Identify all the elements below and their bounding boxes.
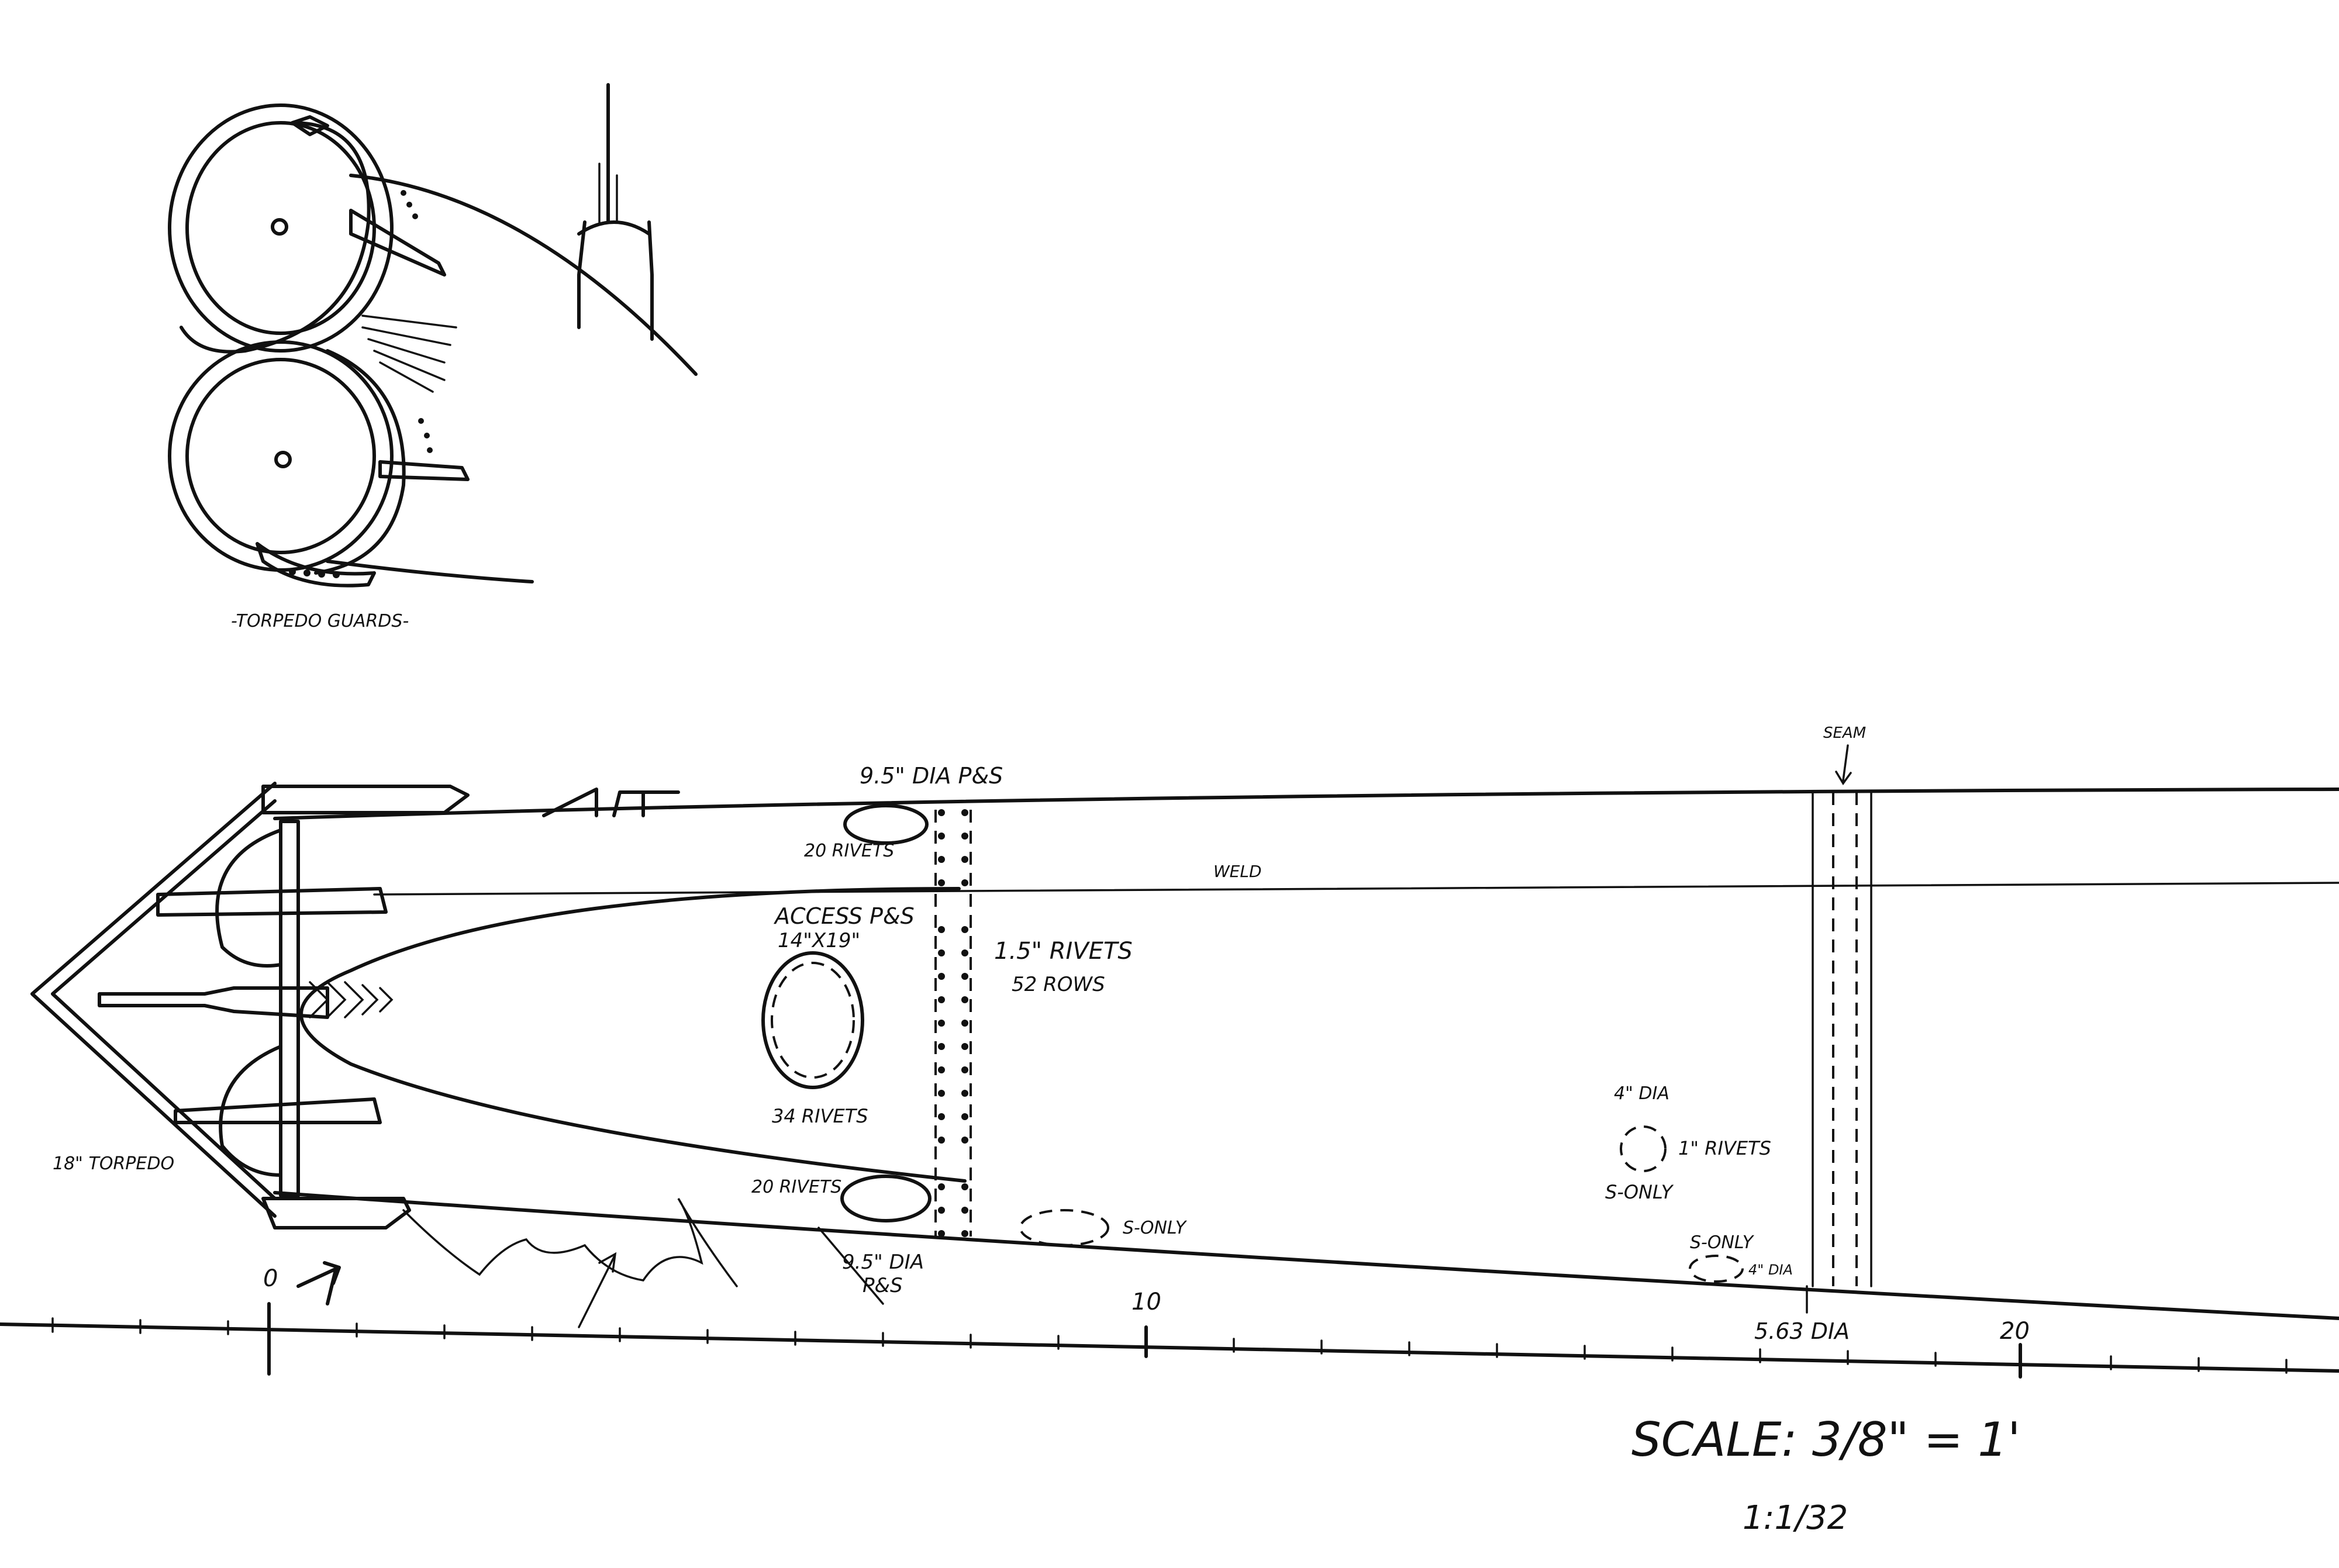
bow-frame bbox=[279, 820, 300, 1197]
nose-inner-curve bbox=[299, 887, 967, 1183]
access-hatch-rivets bbox=[771, 962, 855, 1079]
inset-tower bbox=[577, 220, 654, 341]
scale-ratio: 1:1/32 bbox=[1743, 1499, 1848, 1537]
bottom-hole-leader bbox=[817, 1227, 884, 1305]
torpedo-upper bbox=[156, 887, 388, 917]
seam-arrow bbox=[1842, 744, 1849, 782]
ruler-minor-ticks bbox=[51, 1317, 2288, 1374]
upper-guard-ring-outer bbox=[168, 103, 394, 353]
label-dia-563: 5.63 DIA bbox=[1754, 1318, 1850, 1344]
hull-profile bbox=[30, 744, 2339, 1328]
lower-guard-arm bbox=[378, 460, 470, 481]
lower-guard-band bbox=[314, 349, 406, 575]
deck-fitting bbox=[542, 788, 680, 817]
label-rivets-34: 34 RIVETS bbox=[772, 1105, 868, 1127]
ruler-line bbox=[0, 1322, 2339, 1373]
rivet-row-2 bbox=[961, 809, 968, 1237]
lower-guard-ring-inner bbox=[185, 358, 376, 554]
arrow-diag-head bbox=[598, 1252, 617, 1273]
label-dia-4: 4" DIA bbox=[1614, 1083, 1669, 1104]
label-rivets-bottom: 20 RIVETS bbox=[751, 1177, 841, 1197]
upper-guard-hub bbox=[271, 218, 288, 236]
lower-guard-foot bbox=[256, 542, 376, 588]
hull-bottom-line bbox=[273, 1191, 2339, 1320]
bottom-bracket bbox=[261, 1197, 411, 1229]
hole-bottom bbox=[840, 1175, 932, 1222]
torpedo-middle bbox=[98, 986, 329, 1019]
label-bow-hole-top: 9.5" DIA P&S bbox=[860, 763, 1003, 789]
guard-arc-top bbox=[215, 828, 282, 968]
label-s-only-3: S-ONLY bbox=[1690, 1232, 1755, 1253]
hole-4in bbox=[1620, 1125, 1667, 1172]
label-s-only-2: S-ONLY bbox=[1605, 1181, 1674, 1203]
annotations: 9.5" DIA P&S 20 RIVETS WELD ACCESS P&S 1… bbox=[53, 724, 1866, 1344]
hole-4in-b bbox=[1689, 1255, 1744, 1283]
upper-guard-ring-inner bbox=[185, 121, 376, 335]
propeller-hatching bbox=[309, 981, 394, 1018]
label-bow-hole-bottom-2: P&S bbox=[863, 1274, 903, 1297]
zero-arrow bbox=[296, 1261, 341, 1305]
label-weld: WELD bbox=[1213, 862, 1262, 881]
ruler-label-0: 0 bbox=[263, 1265, 278, 1292]
label-access: ACCESS P&S bbox=[773, 903, 915, 929]
label-rivets-15: 1.5" RIVETS bbox=[994, 938, 1133, 965]
ruler-label-10: 10 bbox=[1131, 1289, 1161, 1315]
guard-arc-bottom bbox=[219, 1045, 282, 1177]
label-torpedo: 18" TORPEDO bbox=[53, 1153, 174, 1174]
inset-hatching bbox=[361, 315, 457, 393]
bow-guard-outline bbox=[30, 782, 277, 1218]
torpedo-guards-inset: -TORPEDO GUARDS- bbox=[168, 83, 698, 631]
hole-top bbox=[843, 804, 929, 845]
bow-guard-outline-inner bbox=[51, 799, 277, 1200]
hole-s-only bbox=[1019, 1209, 1109, 1246]
upper-guard-band bbox=[180, 121, 371, 354]
label-rivets-1: 1" RIVETS bbox=[1678, 1137, 1771, 1159]
label-rivets-top: 20 RIVETS bbox=[804, 841, 894, 861]
inset-caption: -TORPEDO GUARDS- bbox=[231, 611, 409, 631]
hull-top-line bbox=[273, 788, 2339, 820]
arrow-diag bbox=[578, 1256, 615, 1328]
inset-lower-hull bbox=[326, 559, 534, 583]
label-s-only-1: S-ONLY bbox=[1123, 1218, 1188, 1238]
inset-rivets bbox=[289, 190, 433, 578]
weld-line bbox=[373, 882, 2339, 896]
top-bracket bbox=[261, 785, 470, 814]
access-hatch bbox=[761, 951, 864, 1089]
torpedo-lower bbox=[174, 1097, 382, 1124]
lower-guard-hub bbox=[274, 451, 292, 468]
lower-guard-ring-outer bbox=[168, 340, 394, 572]
label-seam: SEAM bbox=[1823, 724, 1866, 742]
scale-text: SCALE: 3/8" = 1' bbox=[1631, 1412, 2020, 1467]
inset-hull-line bbox=[349, 174, 698, 376]
scale-note: SCALE: 3/8" = 1' 1:1/32 bbox=[1631, 1412, 2020, 1537]
upper-guard-arm bbox=[349, 209, 446, 277]
rivet-row-1 bbox=[938, 809, 945, 1237]
label-access-size: 14"X19" bbox=[778, 929, 860, 952]
ruler-label-20: 20 bbox=[2000, 1318, 2030, 1345]
upper-guard-bracket bbox=[291, 115, 329, 136]
label-dia-4b: 4" DIA bbox=[1748, 1262, 1793, 1278]
label-rows-52: 52 ROWS bbox=[1012, 973, 1105, 996]
label-bow-hole-bottom-1: 9.5" DIA bbox=[842, 1251, 924, 1274]
seam-arrowhead bbox=[1835, 771, 1852, 786]
scale-ruler: 0 10 20 bbox=[0, 1261, 2339, 1379]
